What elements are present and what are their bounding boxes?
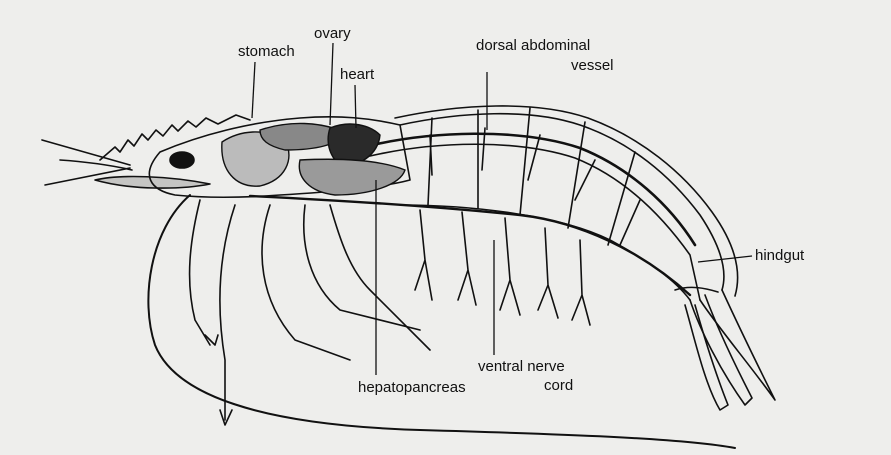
antennule-upper <box>42 140 130 165</box>
label-dorsal-abdominal-vessel-line1: dorsal abdominal <box>476 37 590 54</box>
segment-4 <box>568 122 585 228</box>
leg-1 <box>190 200 210 345</box>
vessel-branch-3 <box>528 135 540 180</box>
leg-2 <box>220 205 235 420</box>
dorsal-abdominal-vessel <box>360 134 695 245</box>
pleopod-5 <box>572 240 590 325</box>
leader-lines <box>252 43 752 375</box>
label-stomach: stomach <box>238 43 295 60</box>
pleopod-3 <box>500 218 520 315</box>
pleopod-2 <box>458 212 476 305</box>
pleopod-4 <box>538 228 558 318</box>
leader-hindgut <box>698 256 752 262</box>
leader-heart <box>355 85 356 128</box>
vessel-branch-5 <box>620 200 640 245</box>
uropod-outer <box>700 290 775 400</box>
antenna-long <box>148 195 735 448</box>
uropod-inner <box>685 305 728 410</box>
label-group: stomach ovary heart dorsal abdominal ves… <box>238 25 805 396</box>
label-hepatopancreas: hepatopancreas <box>358 379 466 396</box>
segment-3 <box>520 108 530 215</box>
label-ventral-nerve-cord-line2: cord <box>544 377 573 394</box>
label-ovary: ovary <box>314 25 351 42</box>
hepatopancreas-organ <box>299 159 405 195</box>
leader-stomach <box>252 62 255 118</box>
antennule-lower <box>60 160 132 170</box>
label-hindgut: hindgut <box>755 247 805 264</box>
label-ventral-nerve-cord-line1: ventral nerve <box>478 358 565 375</box>
abdomen-dorsal <box>400 114 724 290</box>
label-dorsal-abdominal-vessel-line2: vessel <box>571 57 614 74</box>
segment-5 <box>608 152 635 245</box>
eye <box>170 152 194 168</box>
shrimp-illustration <box>42 106 775 448</box>
pleopod-1 <box>415 210 432 300</box>
internal-organs <box>222 123 405 195</box>
claw-2 <box>220 410 232 425</box>
leader-ovary <box>330 43 333 125</box>
leg-4 <box>304 205 420 330</box>
label-heart: heart <box>340 66 375 83</box>
